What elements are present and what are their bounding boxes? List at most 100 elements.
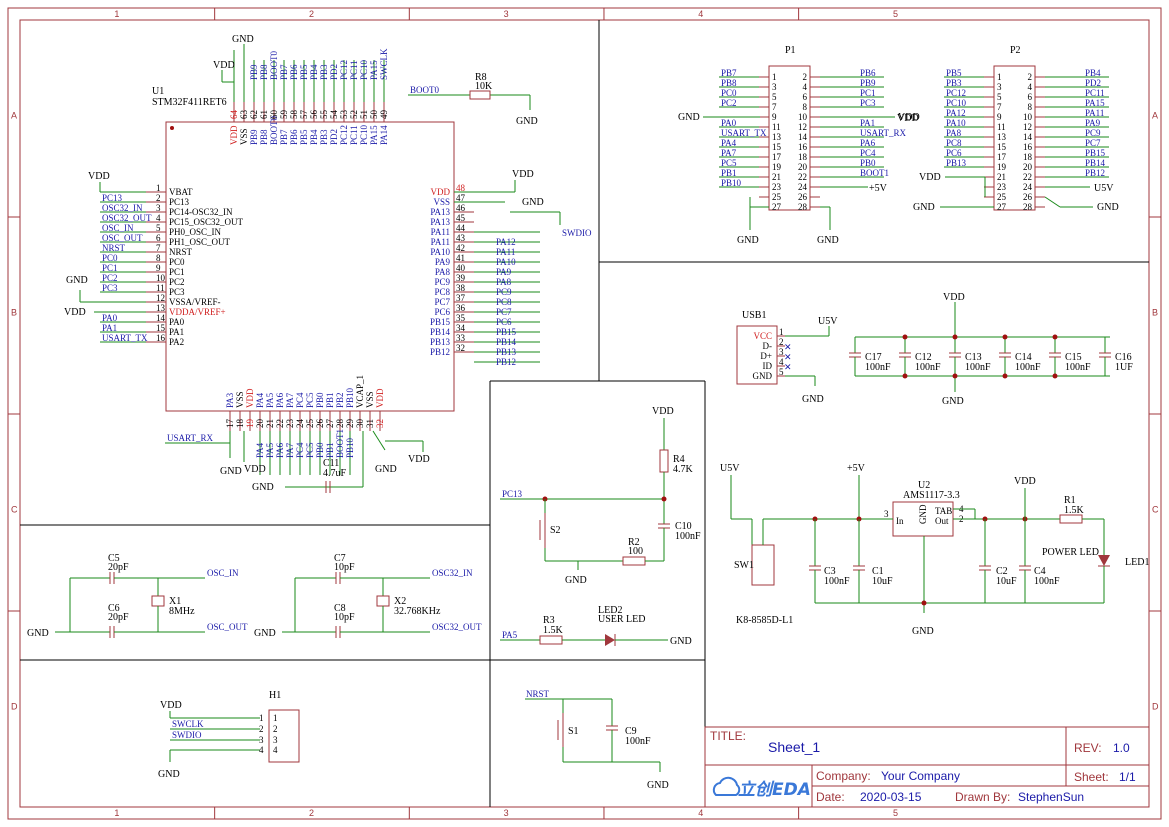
- mcu-net-left: OSC32_OUT: [102, 213, 152, 223]
- c6-value: 20pF: [108, 612, 129, 623]
- header-net-right: PC3: [860, 98, 876, 108]
- mcu-pin-num: 4: [156, 213, 161, 223]
- mcu-net-right: PA12: [496, 237, 516, 247]
- company-label: Company:: [816, 769, 871, 783]
- col-mark-bottom: 3: [504, 808, 509, 818]
- date-label: Date:: [816, 790, 845, 804]
- osc32-out-net: OSC32_OUT: [432, 622, 482, 632]
- header-net-left: PC12: [946, 88, 966, 98]
- x2-ref: X2: [394, 596, 406, 607]
- mcu-pin-name: PB15: [430, 317, 451, 327]
- mcu-net-bottom: PA5: [265, 442, 275, 458]
- mcu-pin-name: PH1_OSC_OUT: [169, 237, 231, 247]
- c5-value: 20pF: [108, 562, 129, 573]
- mcu-pin-name: PC4: [295, 392, 305, 408]
- gnd-label-x1: GND: [27, 628, 49, 639]
- header-net-right: PB14: [1085, 158, 1106, 168]
- header-net-right: PC4: [860, 148, 876, 158]
- header-net-left: PC0: [721, 88, 737, 98]
- mcu-pin-num: 3: [156, 203, 161, 213]
- mcu-pin-num: 48: [456, 183, 466, 193]
- mcu-pin-name: PC6: [434, 307, 450, 317]
- c11-value: 4.7uF: [323, 468, 347, 479]
- r4-value: 4.7K: [673, 464, 694, 475]
- gnd-label-p2-26: GND: [1097, 202, 1119, 213]
- header-net-right: PA9: [1085, 118, 1101, 128]
- mcu-pin-name: PC12: [339, 125, 349, 145]
- header-net-left: PB10: [721, 178, 742, 188]
- header-pin-num: 5: [997, 92, 1002, 102]
- header-power-right: U5V: [1094, 183, 1114, 194]
- mcu-pin-name: PC8: [434, 287, 450, 297]
- osc-in-net: OSC_IN: [207, 568, 239, 578]
- gnd-label-h1: GND: [158, 769, 180, 780]
- nrst-net: NRST: [526, 689, 550, 699]
- header-net-left: PA10: [946, 118, 966, 128]
- header-net-right: PC1: [860, 88, 876, 98]
- col-mark-bottom: 4: [698, 808, 703, 818]
- s2-ref: S2: [550, 525, 561, 536]
- r2-ref: R2: [628, 537, 640, 548]
- mcu-net-right: PC6: [496, 317, 512, 327]
- h1-pin-1: 1: [259, 713, 264, 723]
- mcu-pin-name: PA8: [435, 267, 451, 277]
- vdd-label-decoup: VDD: [943, 292, 965, 303]
- mcu-pin-num: 51: [359, 110, 369, 119]
- header-pin-num: 26: [1023, 192, 1033, 202]
- drawn-label: Drawn By:: [955, 790, 1010, 804]
- header-net-left: PB13: [946, 158, 967, 168]
- mcu-pin-name: PA9: [435, 257, 451, 267]
- section-dividers: [20, 20, 1149, 807]
- mcu-net-top: PB6: [289, 64, 299, 80]
- header-pin-num: 16: [798, 142, 808, 152]
- mcu-net-right: PA8: [496, 277, 512, 287]
- mcu-pin-num: 55: [319, 110, 329, 120]
- sheet-title: Sheet_1: [768, 739, 820, 755]
- mcu-pin-num: 44: [456, 223, 466, 233]
- u2-pin-gnd: GND: [918, 504, 928, 524]
- header-net-left: PA12: [946, 108, 966, 118]
- mcu-pin-num: 36: [456, 303, 466, 313]
- mcu-pin-name: PB2: [335, 392, 345, 408]
- mcu-pin-name: VSS: [239, 128, 249, 145]
- swd-header-h1: H1 VDD SWCLK SWDIO GND 1 2 3 4 1 2 3 4: [158, 690, 300, 780]
- mcu-net-right: PA11: [496, 247, 515, 257]
- header-pin-num: 23: [772, 182, 782, 192]
- header-pin-num: 4: [1028, 82, 1033, 92]
- mcu-net-left: OSC32_IN: [102, 203, 143, 213]
- mcu-pin-name: VDDA/VREF+: [169, 307, 226, 317]
- no-connect-mark: ✕: [784, 342, 792, 352]
- header-net-right: PA15: [1085, 98, 1105, 108]
- mcu-pin-name: NRST: [169, 247, 193, 257]
- mcu-pin-num: 28: [335, 419, 345, 429]
- rev-value: 1.0: [1113, 741, 1130, 755]
- r8-value: 10K: [475, 81, 493, 92]
- row-mark-left: A: [11, 111, 17, 121]
- mcu-net-top: PB5: [299, 64, 309, 80]
- header-pin-num: 28: [1023, 202, 1033, 212]
- mcu-pin-num: 29: [345, 419, 355, 429]
- h1-net-swdio: SWDIO: [172, 730, 202, 740]
- mcu-pin-num: 13: [156, 303, 166, 313]
- mcu-net-left: OSC_OUT: [102, 233, 143, 243]
- mcu-net-top: PC11: [349, 60, 359, 80]
- header-net-left: PA4: [721, 138, 737, 148]
- header-pin-num: 20: [1023, 162, 1033, 172]
- mcu-body: [165, 121, 455, 412]
- mcu-pin-num: 2: [156, 193, 161, 203]
- r1-value: 1.5K: [1064, 505, 1085, 516]
- mcu-pin-num: 23: [285, 419, 295, 429]
- mcu-pin-name: PB7: [279, 129, 289, 145]
- header-pin-num: 14: [798, 132, 808, 142]
- mcu-pin-name: PH0_OSC_IN: [169, 227, 222, 237]
- mcu-pin-name: PC11: [349, 125, 359, 145]
- vdd-label-48: VDD: [512, 169, 534, 180]
- mcu-pin-name: PA4: [255, 392, 265, 408]
- header-net-left: PC10: [946, 98, 967, 108]
- mcu-pin-num: 27: [325, 419, 335, 429]
- header-net-left: PB3: [946, 78, 962, 88]
- mcu-pin-num: 59: [279, 110, 289, 120]
- mcu-net-top: PD2: [329, 64, 339, 80]
- mcu-pin-name: VSS: [433, 197, 450, 207]
- mcu-right-pins: 48VDD47VSS46PA1345PA1344PA1143PA1142PA10…: [430, 183, 592, 367]
